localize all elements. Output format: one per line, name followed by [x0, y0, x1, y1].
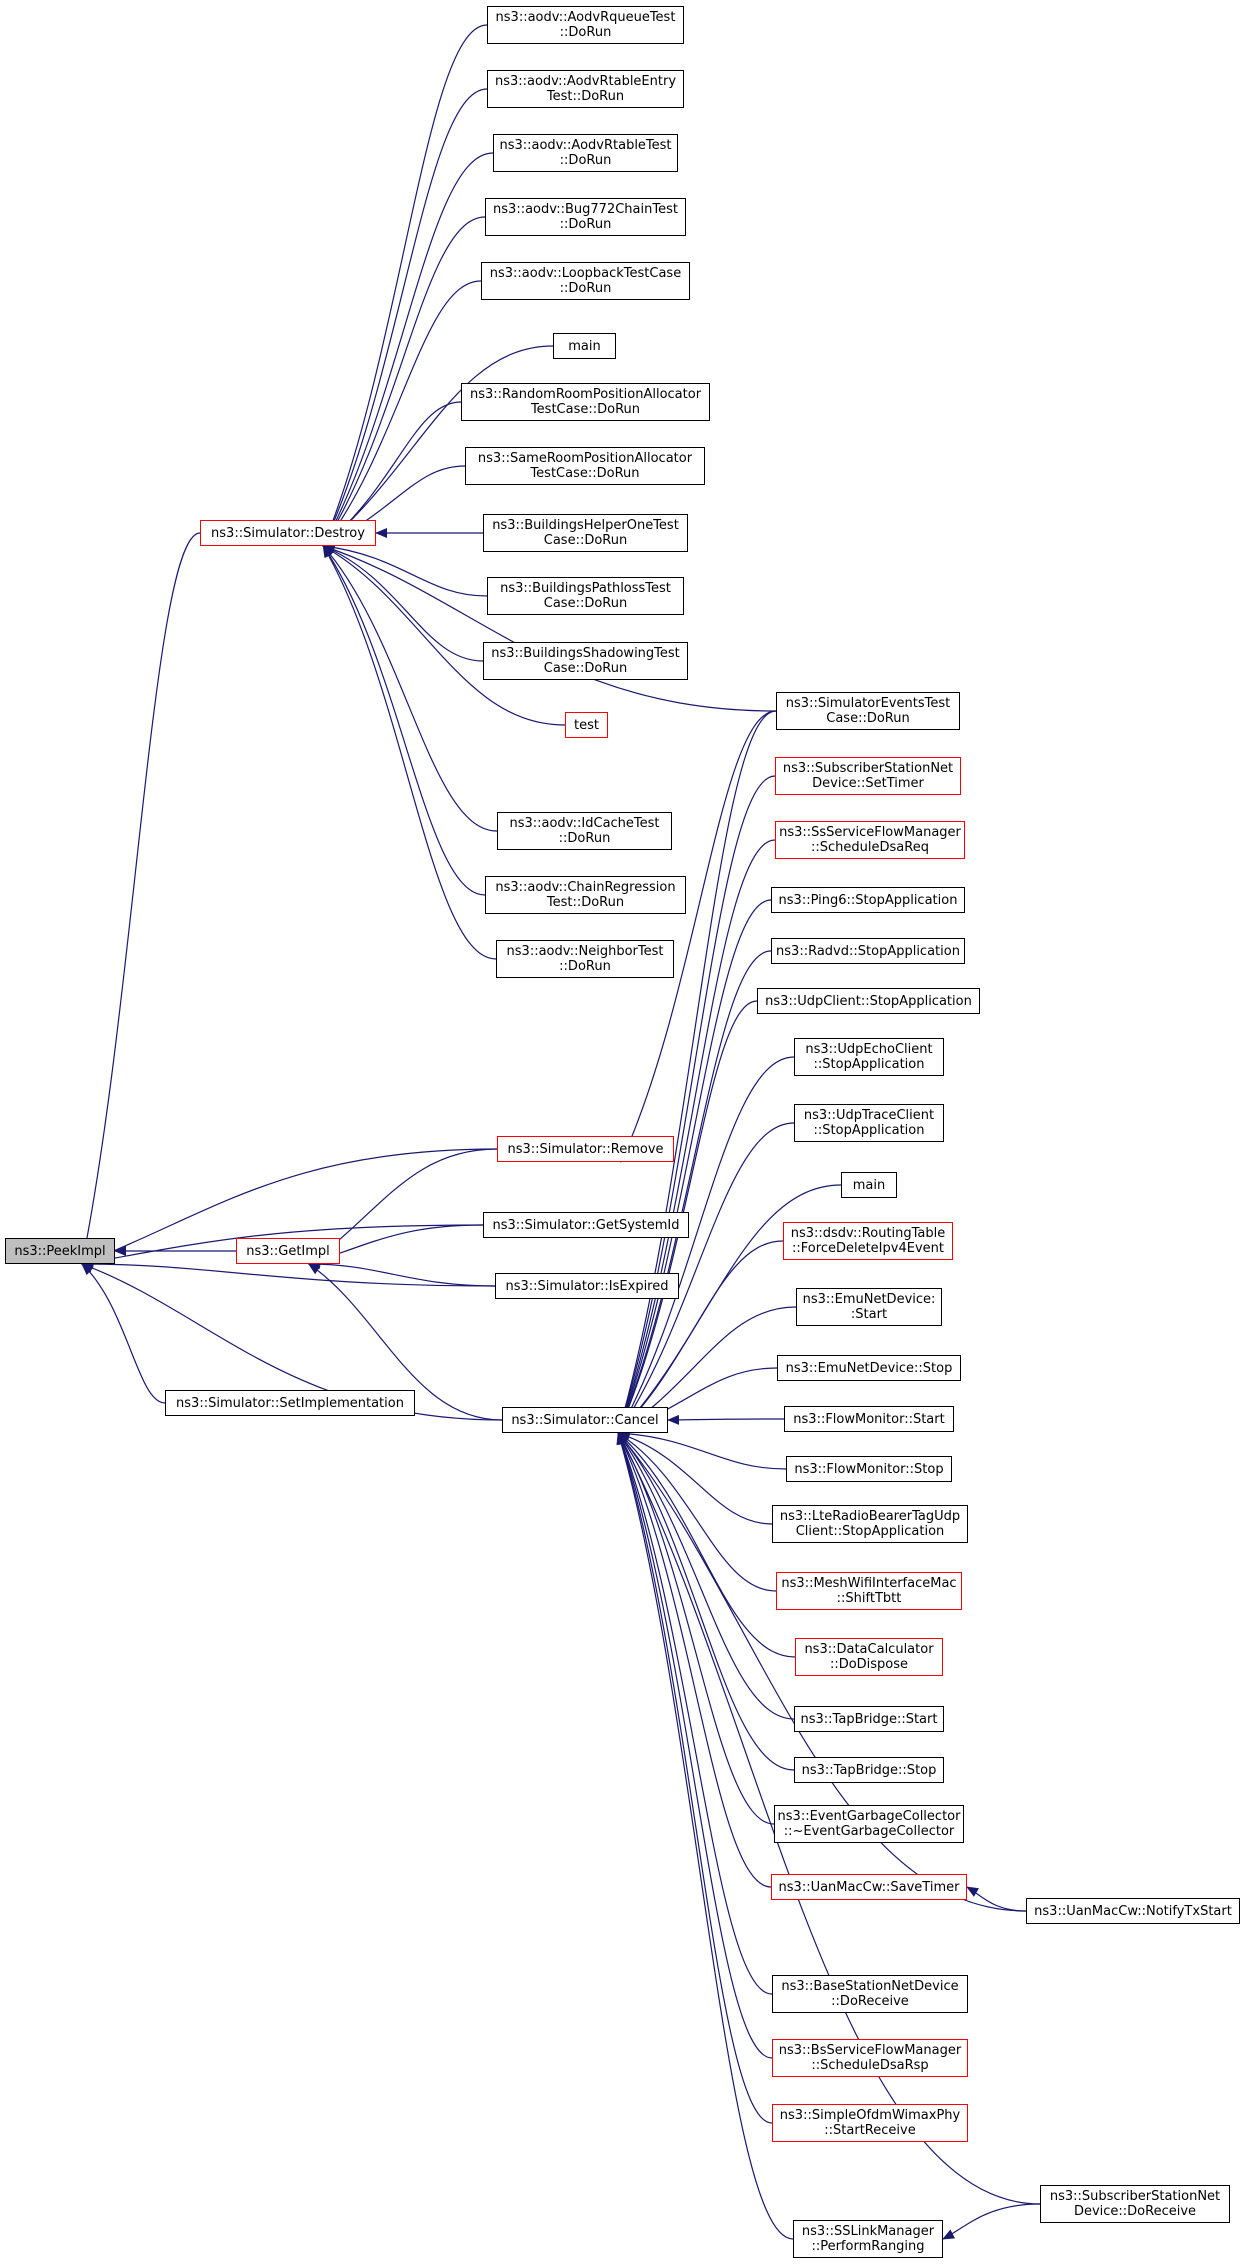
node-tapbridge-stop[interactable]: ns3::TapBridge::Stop	[794, 1757, 944, 1783]
node-simulator-setimplementation[interactable]: ns3::Simulator::SetImplementation	[165, 1390, 415, 1416]
node-aodv-chain-regression-test[interactable]: ns3::aodv::ChainRegression Test::DoRun	[485, 876, 686, 914]
node-emunetdevice-stop[interactable]: ns3::EmuNetDevice::Stop	[777, 1355, 961, 1381]
node-lte-radio-bearer-udp[interactable]: ns3::LteRadioBearerTagUdp Client::StopAp…	[772, 1505, 968, 1543]
edge-c_flowstop-to-cancel	[617, 1428, 787, 1470]
edge-uannotify-to-c_uansave	[966, 1886, 1027, 1912]
edge-d_main-to-destroy	[322, 345, 554, 547]
node-mesh-wifi-shifttbtt[interactable]: ns3::MeshWifiInterfaceMac ::ShiftTbtt	[776, 1572, 962, 1610]
edge-d_test-to-destroy	[322, 545, 566, 726]
edge-d_neighbor-to-destroy	[322, 545, 497, 960]
node-flowmonitor-stop[interactable]: ns3::FlowMonitor::Stop	[786, 1456, 952, 1482]
edge-remove-to-peekimpl	[81, 1148, 498, 1265]
edge-isexpired-to-getimpl	[307, 1258, 496, 1287]
node-simulator-cancel[interactable]: ns3::Simulator::Cancel	[502, 1407, 668, 1433]
node-uanmaccw-notifytxstart[interactable]: ns3::UanMacCw::NotifyTxStart	[1026, 1898, 1240, 1924]
node-emunetdevice-start[interactable]: ns3::EmuNetDevice: :Start	[796, 1288, 942, 1326]
node-main-destroy[interactable]: main	[553, 333, 616, 359]
node-sslinkmanager-ranging[interactable]: ns3::SSLinkManager ::PerformRanging	[793, 2220, 943, 2258]
node-udpechoclient-stop[interactable]: ns3::UdpEchoClient ::StopApplication	[794, 1038, 944, 1076]
edge-destroy-to-peekimpl	[79, 532, 201, 1265]
node-same-room-position-test[interactable]: ns3::SameRoomPositionAllocator TestCase:…	[465, 447, 705, 485]
node-uanmaccw-savetimer[interactable]: ns3::UanMacCw::SaveTimer	[771, 1874, 967, 1900]
edge-setimpl-to-peekimpl	[81, 1263, 166, 1404]
node-test[interactable]: test	[565, 712, 608, 738]
edge-d_rtentry-to-destroy	[322, 88, 488, 547]
node-aodv-loopback-test[interactable]: ns3::aodv::LoopbackTestCase ::DoRun	[481, 262, 690, 300]
node-buildings-helper-one-test[interactable]: ns3::BuildingsHelperOneTest Case::DoRun	[483, 514, 688, 552]
edge-ssdoreceive-to-cancel	[617, 1432, 1041, 2205]
node-random-room-position-test[interactable]: ns3::RandomRoomPositionAllocator TestCas…	[461, 383, 710, 421]
edge-simevents-to-cancel	[616, 710, 777, 1434]
node-dsdv-routing-table[interactable]: ns3::dsdv::RoutingTable ::ForceDeleteIpv…	[783, 1222, 953, 1260]
node-ping6-stop[interactable]: ns3::Ping6::StopApplication	[771, 887, 965, 913]
edge-c_dsarsp-to-cancel	[617, 1432, 773, 2059]
edge-c_dsareq-to-cancel	[617, 839, 776, 1434]
node-aodv-rtable-test[interactable]: ns3::aodv::AodvRtableTest ::DoRun	[493, 134, 678, 172]
edge-isexpired-to-peekimpl	[81, 1258, 496, 1287]
node-simulator-destroy[interactable]: ns3::Simulator::Destroy	[200, 520, 376, 546]
node-udpclient-stop[interactable]: ns3::UdpClient::StopApplication	[757, 988, 980, 1014]
edge-c_radvd-to-cancel	[617, 950, 772, 1434]
edge-c_tapstart-to-cancel	[617, 1432, 795, 1720]
node-event-garbage-collector[interactable]: ns3::EventGarbageCollector ::~EventGarba…	[774, 1805, 964, 1843]
edge-c_tapstop-to-cancel	[617, 1432, 795, 1771]
node-radvd-stop[interactable]: ns3::Radvd::StopApplication	[771, 938, 965, 964]
node-buildings-shadowing-test[interactable]: ns3::BuildingsShadowingTest Case::DoRun	[483, 642, 688, 680]
node-subscriber-station-doreceive[interactable]: ns3::SubscriberStationNet Device::DoRece…	[1040, 2185, 1230, 2223]
node-simple-ofdm-wimax-phy[interactable]: ns3::SimpleOfdmWimaxPhy ::StartReceive	[772, 2104, 968, 2142]
edge-c_udpclient-to-cancel	[617, 1000, 758, 1434]
node-basestation-doreceive[interactable]: ns3::BaseStationNetDevice ::DoReceive	[772, 1975, 968, 2013]
node-aodv-idcache-test[interactable]: ns3::aodv::IdCacheTest ::DoRun	[497, 812, 672, 850]
edge-d_bug772-to-destroy	[322, 216, 486, 547]
node-main-cancel[interactable]: main	[841, 1172, 897, 1198]
node-aodv-rtable-entry-test[interactable]: ns3::aodv::AodvRtableEntry Test::DoRun	[487, 70, 684, 108]
edge-c_bsrecv-to-cancel	[617, 1432, 773, 1995]
node-simulator-getsystemid[interactable]: ns3::Simulator::GetSystemId	[483, 1212, 689, 1238]
edge-d_rtable-to-destroy	[322, 152, 494, 547]
node-subscriber-station-settimer[interactable]: ns3::SubscriberStationNet Device::SetTim…	[775, 757, 961, 795]
edge-simevents-to-remove	[620, 710, 777, 1163]
node-peekimpl: ns3::PeekImpl	[5, 1238, 115, 1264]
edge-c_udptrace-to-cancel	[617, 1122, 795, 1434]
edge-d_rqueue-to-destroy	[322, 24, 488, 547]
edge-c_flowstart-to-cancel	[667, 1414, 785, 1425]
edge-c_sslink-to-cancel	[616, 1432, 794, 2240]
node-simulator-remove[interactable]: ns3::Simulator::Remove	[497, 1136, 674, 1162]
node-getimpl[interactable]: ns3::GetImpl	[236, 1238, 340, 1264]
edge-c_udpecho-to-cancel	[617, 1056, 795, 1434]
node-simulator-events-test[interactable]: ns3::SimulatorEventsTest Case::DoRun	[776, 692, 960, 730]
edge-c_dsdv-to-cancel	[617, 1240, 784, 1434]
edge-d_pathloss-to-destroy	[322, 542, 488, 597]
edge-c_lte-to-cancel	[617, 1431, 773, 1525]
node-datacalculator-dispose[interactable]: ns3::DataCalculator ::DoDispose	[795, 1638, 943, 1676]
edge-d_shadowing-to-destroy	[322, 545, 484, 662]
node-aodv-neighbor-test[interactable]: ns3::aodv::NeighborTest ::DoRun	[496, 940, 674, 978]
node-bs-service-flow-dsarsp[interactable]: ns3::BsServiceFlowManager ::ScheduleDsaR…	[772, 2039, 968, 2077]
edge-cancel-to-peekimpl	[81, 1263, 503, 1421]
node-udptraceclient-stop[interactable]: ns3::UdpTraceClient ::StopApplication	[794, 1104, 944, 1142]
node-flowmonitor-start[interactable]: ns3::FlowMonitor::Start	[784, 1406, 954, 1432]
edge-cancel-to-getimpl	[307, 1263, 503, 1421]
edge-d_loopback-to-destroy	[322, 280, 482, 547]
edge-d_idcache-to-destroy	[322, 545, 498, 832]
edge-c_mesh-to-cancel	[617, 1432, 777, 1592]
edge-c_settimer-to-cancel	[616, 775, 776, 1434]
edge-ssdoreceive-to-c_sslink	[942, 2203, 1041, 2240]
edge-c_datacalc-to-cancel	[617, 1432, 796, 1658]
node-simulator-isexpired[interactable]: ns3::Simulator::IsExpired	[495, 1273, 679, 1299]
edge-getsystemid-to-peekimpl	[81, 1224, 484, 1267]
edge-d_chainreg-to-destroy	[322, 545, 486, 896]
edge-c_main-to-cancel	[617, 1184, 842, 1434]
node-tapbridge-start[interactable]: ns3::TapBridge::Start	[794, 1706, 944, 1732]
edge-c_egc-to-cancel	[617, 1432, 775, 1825]
edge-c_ofdm-to-cancel	[616, 1432, 773, 2124]
node-aodv-bug772-chain-test[interactable]: ns3::aodv::Bug772ChainTest ::DoRun	[485, 198, 686, 236]
node-ss-service-flow-dsareq[interactable]: ns3::SsServiceFlowManager ::ScheduleDsaR…	[775, 821, 965, 859]
node-buildings-pathloss-test[interactable]: ns3::BuildingsPathlossTest Case::DoRun	[487, 577, 684, 615]
edge-c_ping6-to-cancel	[617, 899, 772, 1434]
node-aodv-rqueue-test[interactable]: ns3::aodv::AodvRqueueTest ::DoRun	[487, 6, 684, 44]
edge-c_uansave-to-cancel	[617, 1432, 772, 1888]
